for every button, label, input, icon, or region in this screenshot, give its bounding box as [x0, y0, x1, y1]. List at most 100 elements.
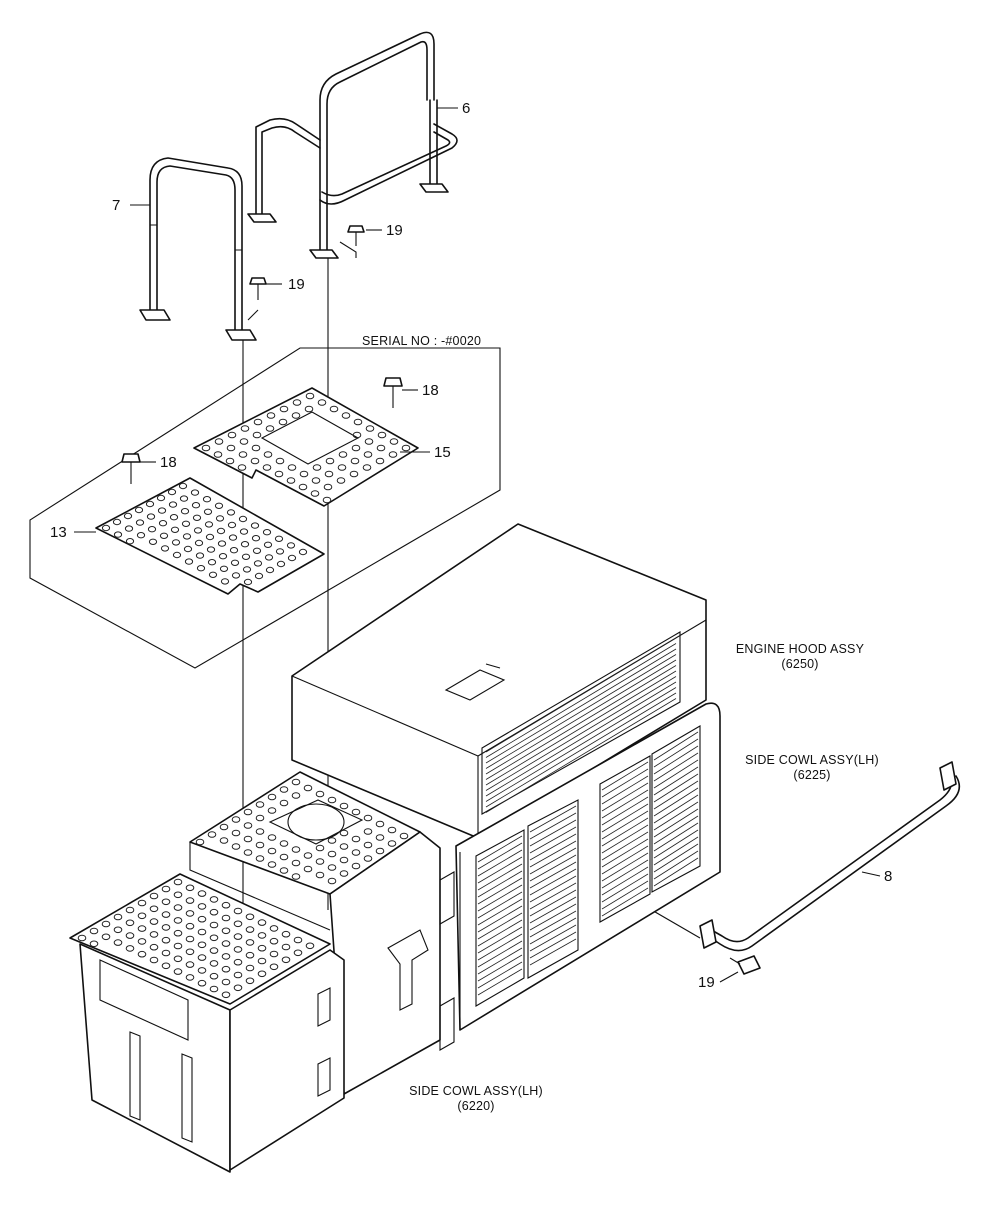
perforation-hole: [180, 508, 190, 515]
perforation-hole: [125, 945, 135, 952]
perforation-hole: [171, 539, 181, 546]
grille-slat: [601, 845, 649, 875]
perforation-hole: [267, 793, 277, 801]
perforation-hole: [207, 559, 217, 566]
perforation-hole: [327, 877, 337, 885]
perforation-hole: [351, 849, 361, 856]
perforation-hole: [250, 457, 260, 465]
perforation-hole: [197, 967, 207, 974]
grille-slat: [485, 665, 677, 780]
side-cowl-front-code: (6220): [457, 1099, 494, 1113]
perforation-hole: [197, 979, 207, 987]
grille-slat: [601, 796, 649, 826]
perforation-hole: [226, 444, 236, 452]
grille-slat: [601, 775, 649, 805]
perforation-hole: [161, 911, 171, 918]
perforation-hole: [363, 828, 373, 835]
perforation-hole: [291, 792, 301, 799]
perforation-hole: [243, 822, 253, 829]
grille-slat: [477, 954, 523, 982]
perforation-hole: [149, 931, 159, 938]
grille-slat: [485, 687, 677, 802]
perforation-hole: [148, 538, 158, 545]
grille-slat: [601, 768, 649, 798]
grille-slat: [529, 805, 577, 833]
perforation-hole: [363, 814, 373, 822]
perforation-hole: [233, 907, 243, 915]
perforation-hole: [291, 846, 301, 853]
perforation-hole: [245, 951, 255, 959]
grille-slat: [601, 789, 649, 819]
perforation-hole: [197, 915, 207, 923]
grille-slat: [529, 910, 577, 938]
grille-slat: [529, 868, 577, 896]
perforation-hole: [149, 943, 159, 951]
perforation-hole: [193, 527, 203, 534]
perforation-hole: [253, 560, 263, 567]
grille-slat: [601, 803, 649, 833]
perforation-hole: [265, 425, 275, 432]
callout-19-b: 19: [288, 276, 305, 293]
callout-8: 8: [884, 868, 892, 885]
perforation-hole: [160, 545, 170, 552]
perforation-hole: [257, 957, 267, 965]
perforation-hole: [137, 938, 147, 945]
perforation-hole: [173, 917, 183, 924]
perforation-hole: [323, 483, 333, 491]
perforation-hole: [208, 571, 218, 578]
perforation-hole: [375, 457, 385, 465]
perforation-hole: [197, 890, 207, 897]
grille-slat: [601, 782, 649, 812]
perforation-hole: [216, 527, 226, 535]
perforation-hole: [362, 464, 372, 471]
perforation-hole: [274, 535, 284, 542]
perforation-hole: [243, 849, 253, 856]
perforation-hole: [173, 929, 183, 937]
perforation-hole: [265, 566, 275, 574]
perforation-hole: [304, 405, 314, 413]
perforation-hole: [255, 801, 265, 808]
perforation-hole: [255, 828, 265, 835]
perforation-hole: [279, 867, 289, 874]
perforation-hole: [349, 470, 359, 478]
perforation-hole: [245, 939, 255, 946]
grille-slat: [601, 880, 649, 910]
perforation-hole: [245, 913, 255, 921]
callout-18-b: 18: [160, 454, 177, 471]
perforation-hole: [185, 961, 195, 968]
perforation-hole: [254, 572, 264, 580]
perforation-hole: [317, 399, 327, 406]
perforation-hole: [217, 540, 227, 547]
perforation-hole: [364, 438, 374, 445]
perforation-hole: [185, 948, 195, 956]
perforation-hole: [185, 935, 195, 943]
handrail-8: [699, 761, 961, 952]
perforation-hole: [257, 970, 267, 978]
perforation-hole: [269, 925, 279, 932]
grille-slat: [529, 833, 577, 861]
perforation-hole: [387, 826, 397, 834]
grille-slat: [653, 815, 699, 845]
grille-slat: [601, 838, 649, 868]
grille-slat: [477, 947, 523, 975]
perforation-hole: [221, 940, 231, 947]
perforation-hole: [167, 488, 177, 496]
perforation-hole: [399, 832, 409, 840]
callout-19-a: 19: [386, 222, 403, 239]
perforation-hole: [375, 847, 385, 855]
grille-slat: [653, 752, 699, 782]
perforation-hole: [353, 418, 363, 426]
grille-slat: [477, 933, 523, 961]
perforation-hole: [196, 565, 206, 572]
perforation-hole: [113, 939, 123, 946]
perforation-hole: [267, 807, 277, 814]
perforation-hole: [157, 507, 167, 514]
side-cowl-rear-code: (6225): [793, 768, 830, 782]
perforation-hole: [269, 963, 279, 971]
perforation-hole: [179, 495, 189, 502]
grille-slat: [477, 940, 523, 968]
perforation-hole: [233, 958, 243, 966]
bolt-18-a: [383, 377, 403, 408]
perforation-hole: [197, 903, 207, 910]
